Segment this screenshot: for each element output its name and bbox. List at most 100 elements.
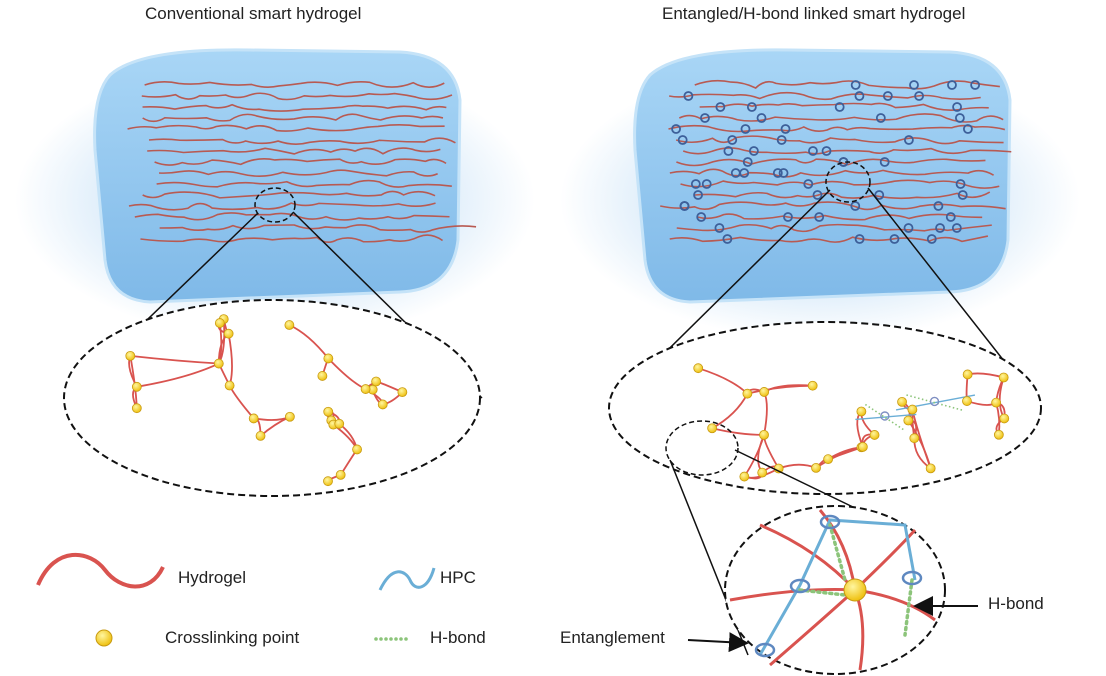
entanglement-knot (679, 201, 690, 211)
crosslinking-point (371, 376, 382, 387)
crosslinking-point (909, 433, 920, 444)
entanglement-knot (955, 179, 966, 189)
legend-hpc-label: HPC (440, 568, 476, 587)
crosslinking-point (693, 363, 704, 374)
hydrogel-chain (130, 355, 219, 365)
entanglement-knot (933, 201, 944, 211)
crosslinking-point (998, 372, 1009, 383)
entanglement-knot (701, 179, 712, 189)
entanglement-knot (854, 91, 865, 101)
crosslinking-point (903, 415, 914, 426)
entanglement-knot (889, 234, 900, 244)
entanglement-knot (875, 113, 886, 123)
polymer-chain (669, 168, 995, 178)
crosslinking-point (255, 431, 266, 441)
polymer-chain (154, 158, 447, 166)
polymer-chain (660, 201, 1006, 211)
entanglement-knot (671, 124, 681, 134)
hpc-chain (758, 518, 917, 656)
hpc-legend-icon (378, 567, 436, 591)
left-title: Conventional smart hydrogel (145, 4, 362, 23)
crosslinking-point (214, 318, 225, 328)
right-gel-chains (660, 79, 1012, 244)
crosslinking-point (739, 471, 750, 482)
entanglement-knot (821, 146, 832, 156)
hydrogel-legend-icon (36, 552, 165, 589)
detail-zoom-line (734, 449, 856, 509)
crosslinking-point (823, 454, 834, 465)
entanglement-knot (722, 234, 733, 244)
crosslinking-point (223, 328, 234, 339)
hydrogel-chain (136, 362, 220, 388)
entanglement-knot (693, 190, 703, 200)
entanglement-loop (901, 570, 923, 586)
h-bond (905, 394, 963, 411)
right-magnify-spot (825, 161, 871, 203)
crosslinking-point (377, 399, 388, 410)
crosslinking-point (993, 429, 1004, 440)
entanglement-knot (963, 124, 973, 134)
crosslinking-point (759, 429, 769, 440)
entanglement-loop (819, 514, 841, 530)
entanglement-knot (903, 223, 914, 233)
polymer-chain (140, 234, 444, 244)
crosslinking-point (334, 418, 345, 429)
left-hydrogel-block (93, 48, 462, 304)
entanglement-knot (683, 91, 694, 101)
hbond-annotation-label: H-bond (988, 594, 1044, 613)
crosslinking-point (757, 467, 768, 478)
entanglement-knot (879, 157, 890, 167)
entanglement-knot (776, 135, 787, 145)
polymer-chain (676, 158, 986, 167)
crosslinking-point (999, 413, 1010, 424)
legend-hydrogel-label: Hydrogel (178, 568, 247, 587)
crosslinking-point (843, 578, 867, 602)
polymer-chain (142, 113, 444, 123)
polymer-chain (676, 223, 992, 233)
polymer-chain (156, 179, 452, 188)
crosslinking-point (131, 403, 142, 414)
left-magnify-spot (254, 187, 296, 223)
polymer-chain (694, 191, 991, 200)
polymer-chain (675, 135, 1004, 145)
polymer-chain (142, 190, 436, 199)
crosslinking-point (323, 353, 334, 364)
crosslink-legend-icon (95, 629, 113, 647)
entanglement-knot (874, 190, 885, 200)
crosslinking-point (131, 381, 142, 392)
entanglement-knot (914, 91, 924, 101)
entanglement-knot (947, 80, 957, 90)
hpc-chain (855, 413, 917, 421)
entanglement-knot (951, 223, 962, 233)
entangled-network (693, 363, 1010, 482)
entanglement-knot (748, 146, 759, 156)
legend-crosslink-label: Crosslinking point (165, 628, 300, 647)
crosslinking-point (962, 369, 973, 380)
conventional-network-view (63, 299, 481, 497)
entanglement-knot (945, 212, 956, 222)
crosslinking-point (742, 388, 753, 399)
entanglement-knot (957, 190, 968, 200)
entanglement-knot (935, 223, 945, 233)
crosslinking-point (869, 430, 880, 440)
crosslinking-point (807, 380, 818, 391)
crosslinking-point (284, 411, 295, 422)
entanglement-knot (730, 168, 741, 178)
polymer-chain (128, 202, 436, 211)
crosslinking-point (335, 469, 346, 480)
crosslinking-point (248, 413, 259, 424)
crosslinking-point (991, 397, 1002, 408)
entanglement-knot (715, 102, 726, 112)
entanglement-knot (850, 80, 861, 90)
entanglement-loop (754, 642, 776, 658)
entanglement-knot (723, 146, 734, 156)
polymer-chain (141, 92, 453, 101)
crosslinking-point (811, 463, 821, 473)
crosslinking-point (224, 380, 235, 391)
polymer-chain (142, 103, 447, 112)
polymer-chain (669, 91, 981, 101)
entanglement-knot (808, 146, 818, 156)
entanglement-loop (789, 578, 811, 594)
entanglement-knot (970, 80, 981, 90)
